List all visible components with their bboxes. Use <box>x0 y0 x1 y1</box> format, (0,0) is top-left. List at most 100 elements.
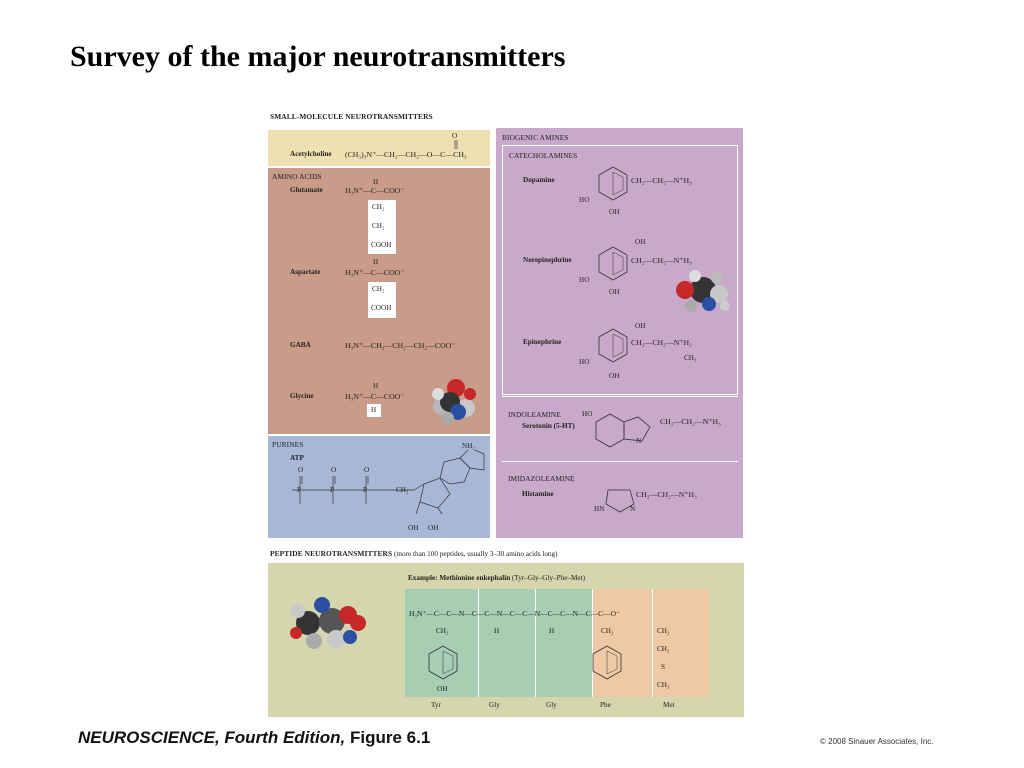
neurotransmitter-figure: SMALL-MOLECULE NEUROTRANSMITTERS Acetylc… <box>268 108 744 720</box>
amino-acids-heading: AMINO ACIDS <box>272 172 322 181</box>
atp-structure <box>292 450 485 515</box>
histamine-n: N <box>630 505 636 513</box>
atp-nh2: NH₂ <box>462 442 475 450</box>
carbonyl-o: O <box>452 132 458 140</box>
catecholamines-box: CATECHOLAMINES Dopamine CH₂—CH₂—N⁺H₃ HO … <box>502 145 738 395</box>
epinephrine-oh: OH <box>609 372 620 380</box>
atp-p-2: P <box>330 486 334 494</box>
glycine-h: H <box>373 382 379 390</box>
figure-number: Figure 6.1 <box>345 728 431 747</box>
residue-phe-column <box>592 589 653 697</box>
epinephrine-ring <box>598 328 628 363</box>
glutamate-side-1: CH₂ <box>372 203 385 211</box>
peptide-panel: Example: Methionine enkephalin (Tyr–Gly–… <box>268 563 744 717</box>
gly1-side-h: H <box>494 627 500 635</box>
purines-panel: PURINES ATP NH₂ O O O P P P CH₂ OH <box>268 436 490 538</box>
residue-label-phe: Phe <box>600 701 611 709</box>
residue-met-column <box>652 589 709 697</box>
example-title: Example: Methionine enkephalin <box>408 574 511 582</box>
norepinephrine-molecule-model-icon <box>676 270 730 312</box>
biogenic-amines-heading: BIOGENIC AMINES <box>502 133 569 142</box>
serotonin-ho: HO <box>582 410 593 418</box>
histamine-chain: CH₂—CH₂—N⁺H₃ <box>636 490 697 499</box>
double-bond <box>454 140 458 149</box>
gaba-label: GABA <box>290 341 311 349</box>
glycine-side-1: H <box>371 406 377 414</box>
atp-o-2: O <box>331 466 337 474</box>
phe-side-ch2: CH₂ <box>601 627 614 635</box>
epinephrine-methyl: CH₃ <box>684 354 697 362</box>
norepinephrine-top-oh: OH <box>635 238 646 246</box>
atp-p-1: P <box>297 486 301 494</box>
catecholamines-heading: CATECHOLAMINES <box>509 151 578 160</box>
histamine-ring <box>605 489 635 513</box>
atp-oh-1: OH <box>408 524 419 532</box>
aspartate-side-1: CH₂ <box>372 285 385 293</box>
met-side-ch2-2: CH₂ <box>657 645 670 653</box>
epinephrine-ho: HO <box>579 358 590 366</box>
aspartate-formula: H₃N⁺—C—COO⁻ <box>345 268 405 277</box>
met-side-ch3: CH₃ <box>657 681 670 689</box>
atp-p-3: P <box>363 486 367 494</box>
aspartate-label: Aspartate <box>290 268 321 276</box>
norepinephrine-ring <box>598 246 628 281</box>
glycine-molecule-model-icon <box>432 379 476 424</box>
peptide-heading-line: PEPTIDE NEUROTRANSMITTERS (more than 100… <box>270 549 558 558</box>
peptide-heading-note: (more than 100 peptides, usually 3–30 am… <box>394 550 558 558</box>
glycine-label: Glycine <box>290 392 314 400</box>
biogenic-amines-panel: BIOGENIC AMINES CATECHOLAMINES Dopamine … <box>496 128 743 538</box>
dopamine-label: Dopamine <box>523 176 555 184</box>
enkephalin-molecule-model-icon <box>290 597 366 649</box>
serotonin-n: N <box>636 437 642 445</box>
residue-gly2-column <box>535 589 593 697</box>
phe-ring <box>592 645 622 680</box>
glycine-side-chain: H <box>367 404 381 417</box>
serotonin-label: Serotonin (5-HT) <box>522 422 575 430</box>
aspartate-side-chain: CH₂ COOH <box>368 282 396 318</box>
norepinephrine-oh: OH <box>609 288 620 296</box>
epinephrine-chain: CH₂—CH₂—N⁺H₂ <box>631 338 692 347</box>
indoleamine-box: INDOLEAMINE Serotonin (5-HT) HO CH₂—CH₂—… <box>502 396 738 461</box>
atp-o-3: O <box>364 466 370 474</box>
copyright: © 2008 Sinauer Associates, Inc. <box>820 737 934 746</box>
gly2-side-h: H <box>549 627 555 635</box>
figure-credit: NEUROSCIENCE, Fourth Edition, Figure 6.1 <box>78 728 430 748</box>
norepinephrine-chain: CH₂—CH₂—N⁺H₃ <box>631 256 692 265</box>
atp-o-1: O <box>298 466 304 474</box>
aspartate-h: H <box>373 258 379 266</box>
small-molecule-heading: SMALL-MOLECULE NEUROTRANSMITTERS <box>270 112 433 121</box>
aspartate-side-2: COOH <box>371 304 392 312</box>
residue-label-tyr: Tyr <box>431 701 441 709</box>
atp-ch2: CH₂ <box>396 486 409 494</box>
amino-acids-panel: AMINO ACIDS Glutamate H H₃N⁺—C—COO⁻ CH₂ … <box>268 168 490 434</box>
dopamine-oh: OH <box>609 208 620 216</box>
glutamate-label: Glutamate <box>290 186 323 194</box>
peptide-heading: PEPTIDE NEUROTRANSMITTERS <box>270 549 393 558</box>
glutamate-side-chain: CH₂ CH₂ COOH <box>368 200 396 254</box>
gaba-formula: H₃N⁺—CH₂—CH₂—CH₂—COO⁻ <box>345 341 456 350</box>
norepinephrine-ho: HO <box>579 276 590 284</box>
residue-label-met: Met <box>663 701 675 709</box>
book-title: NEUROSCIENCE, <box>78 728 220 747</box>
dopamine-chain: CH₂—CH₂—N⁺H₃ <box>631 176 692 185</box>
dopamine-ho: HO <box>579 196 590 204</box>
tyr-side-ch2: CH₂ <box>436 627 449 635</box>
met-side-s: S <box>661 663 665 671</box>
glutamate-h: H <box>373 178 379 186</box>
acetylcholine-panel: Acetylcholine (CH₃)₃N⁺—CH₂—CH₂—O—C—CH₃ O <box>268 130 490 166</box>
serotonin-chain: CH₂—CH₂—N⁺H₃ <box>660 417 721 426</box>
glutamate-side-2: CH₂ <box>372 222 385 230</box>
imidazoleamine-heading: IMIDAZOLEAMINE <box>508 474 575 483</box>
glutamate-side-3: COOH <box>371 241 392 249</box>
peptide-example-label: Example: Methionine enkephalin (Tyr–Gly–… <box>408 574 585 582</box>
glutamate-formula: H₃N⁺—C—COO⁻ <box>345 186 405 195</box>
atp-label: ATP <box>290 454 304 462</box>
slide-title: Survey of the major neurotransmitters <box>70 40 566 73</box>
norepinephrine-label: Norepinephrine <box>523 256 572 264</box>
residue-gly1-column <box>478 589 536 697</box>
imidazoleamine-box: IMIDAZOLEAMINE Histamine CH₂—CH₂—N⁺H₃ HN… <box>502 461 738 532</box>
epinephrine-label: Epinephrine <box>523 338 562 346</box>
residue-label-gly-1: Gly <box>489 701 500 709</box>
tyr-ring <box>428 645 458 680</box>
met-side-ch2-1: CH₂ <box>657 627 670 635</box>
